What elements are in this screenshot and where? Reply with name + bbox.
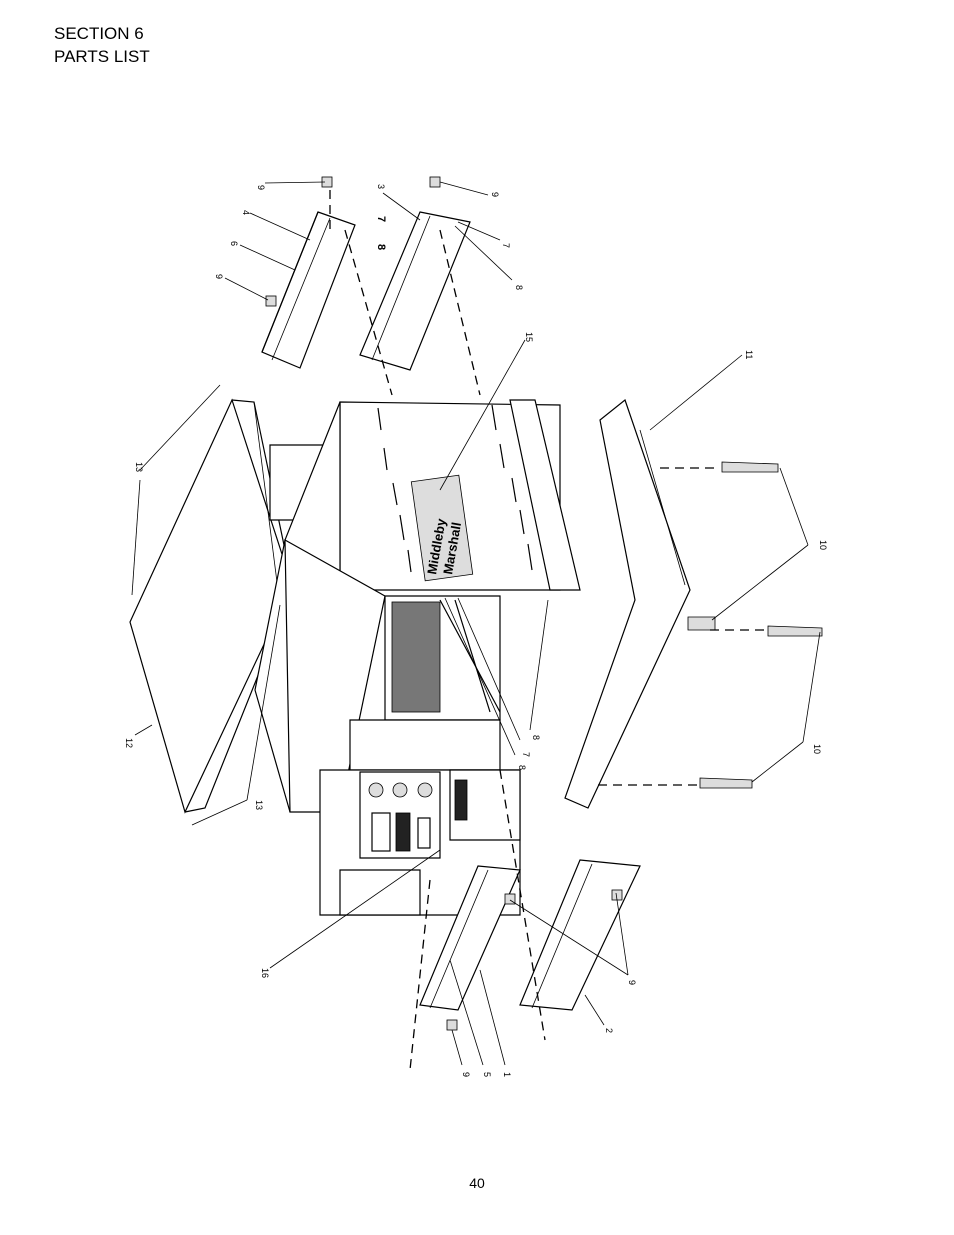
callout-6: 6: [229, 241, 239, 246]
top-cover-panel: [129, 398, 294, 814]
callout-7: 7: [375, 216, 387, 222]
end-plug-lower-left: [419, 865, 521, 1011]
callout-12: 12: [124, 738, 134, 748]
callout-10: 10: [818, 540, 828, 550]
leader-lines: [131, 181, 821, 1066]
end-plug-left: [261, 211, 356, 369]
callout-8: 8: [531, 735, 541, 740]
oven-body: Middleby Marshall: [254, 399, 581, 813]
thumbscrews: [265, 176, 623, 1031]
section-number: SECTION 6: [54, 24, 144, 43]
callout-9: 9: [490, 192, 500, 197]
front-window: [349, 595, 501, 771]
callout-7: 7: [501, 243, 511, 248]
legs: [687, 461, 823, 789]
callout-9: 9: [461, 1072, 471, 1077]
callout-8: 8: [517, 765, 527, 770]
middleby-marshall-logo: Middleby Marshall: [410, 474, 474, 582]
callout-labels: 9 4 6 9 7 8 3 9 7 8 15 11 13 10 10 12 13…: [124, 184, 828, 1077]
callout-16: 16: [260, 968, 270, 978]
callout-2: 2: [604, 1028, 614, 1033]
section-title: PARTS LIST: [54, 47, 150, 66]
callout-4: 4: [241, 210, 251, 215]
callout-8: 8: [514, 285, 524, 290]
callout-7: 7: [521, 752, 531, 757]
page-number: 40: [469, 1175, 485, 1191]
callout-13: 13: [254, 800, 264, 810]
callout-10: 10: [812, 744, 822, 754]
control-box: [319, 769, 521, 916]
callout-1: 1: [502, 1072, 512, 1077]
callout-9: 9: [256, 185, 266, 190]
callout-9: 9: [627, 980, 637, 985]
bottom-panel: [564, 398, 691, 809]
section-header: SECTION 6 PARTS LIST: [54, 22, 150, 68]
end-plug-lower-right: [519, 859, 641, 1011]
callout-9: 9: [214, 274, 224, 279]
callout-5: 5: [482, 1072, 492, 1077]
assembly-guide-lines: [329, 190, 768, 1071]
callout-13: 13: [134, 462, 144, 472]
callout-8: 8: [375, 244, 387, 250]
callout-15: 15: [524, 332, 534, 342]
callout-11: 11: [744, 350, 754, 359]
vent-slots: [377, 404, 533, 573]
end-plug-right: [359, 211, 471, 371]
callout-3: 3: [376, 184, 386, 189]
